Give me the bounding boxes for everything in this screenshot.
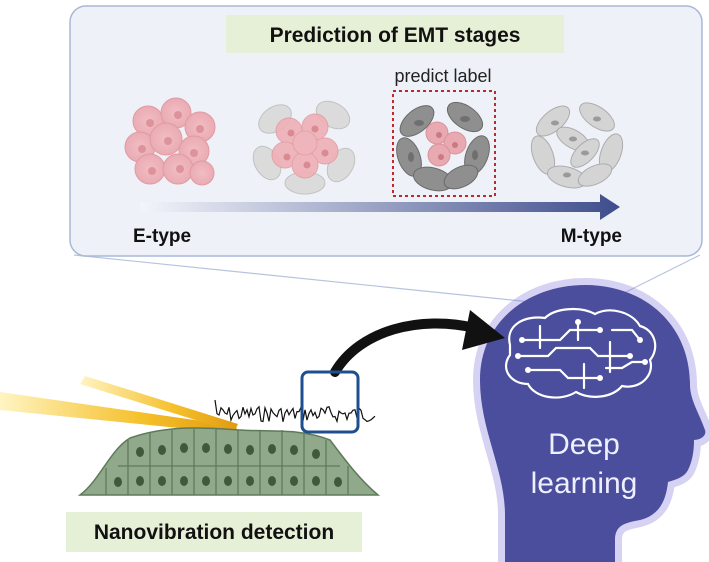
cell-cluster-icon	[124, 97, 216, 186]
signal-waveform-icon	[214, 399, 376, 424]
emt-panel	[69, 5, 703, 257]
detection-label-box	[66, 512, 362, 552]
cell-cluster-icon	[530, 102, 624, 189]
cell-cluster-icon	[396, 101, 490, 192]
axis-start-label: E-type	[133, 226, 191, 247]
axis-end-label: M-type	[561, 226, 622, 247]
signal-window-box	[300, 370, 360, 434]
curved-arrow-icon	[330, 310, 505, 377]
emt-progress-arrow	[140, 194, 620, 220]
predict-label: predict label	[394, 66, 491, 86]
detection-label: Nanovibration detection	[94, 521, 334, 544]
cell-cluster-icon	[252, 100, 356, 195]
cantilever-probe-icon	[0, 376, 238, 434]
panel-title: Prediction of EMT stages	[270, 24, 521, 47]
brain-circuit-icon	[504, 308, 657, 399]
model-label-line1: Deep	[548, 428, 620, 461]
panel-title-box	[226, 15, 564, 53]
model-label-line2: learning	[531, 467, 638, 500]
circuit-nodes	[515, 319, 648, 381]
head-silhouette	[472, 277, 709, 562]
predict-box	[392, 90, 496, 197]
tissue-layer-icon	[77, 427, 381, 496]
